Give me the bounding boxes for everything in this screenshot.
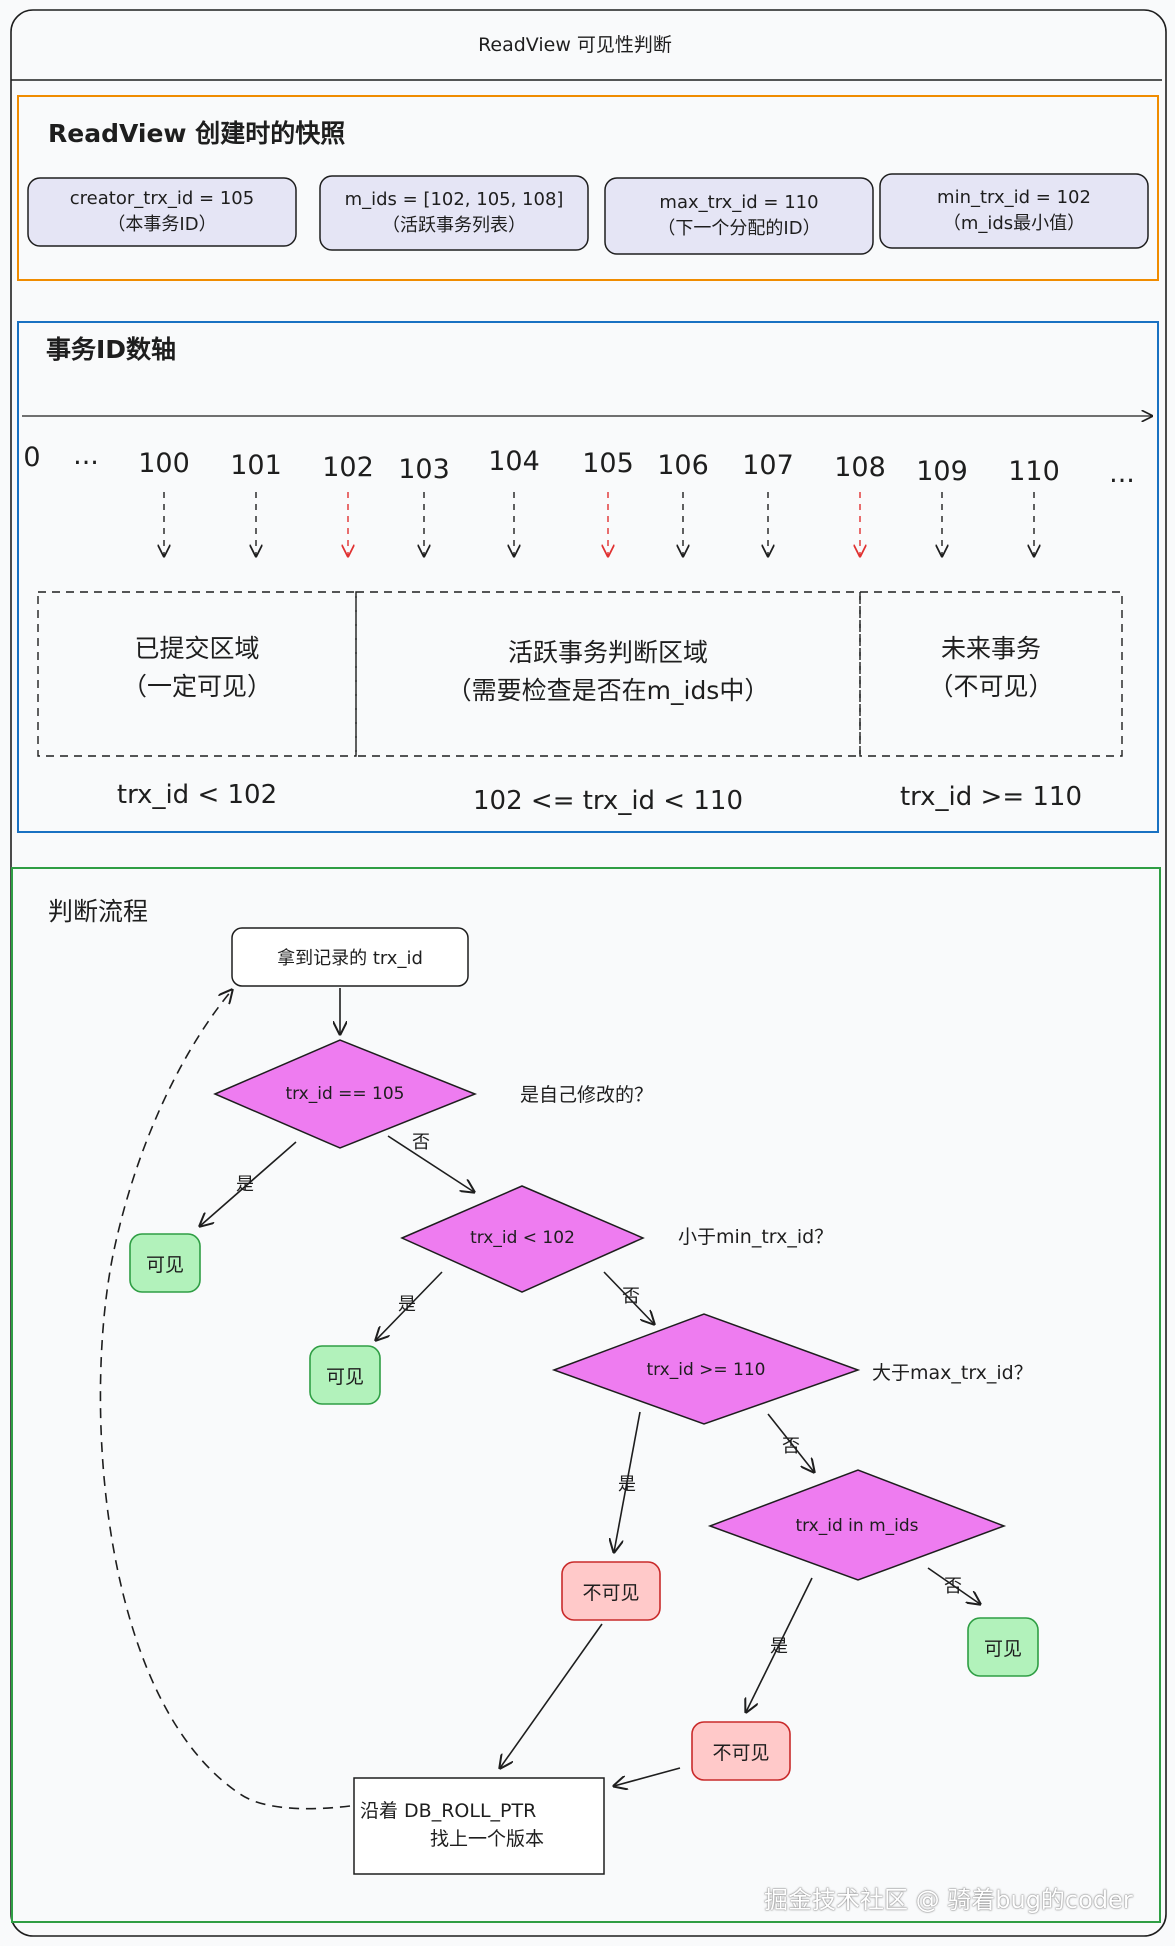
axis-tick-12: 110 (1008, 456, 1060, 487)
rollback-line-1: 沿着 DB_ROLL_PTR (360, 1800, 537, 1822)
zone-box-future (859, 591, 1123, 757)
field-creator-value: creator_trx_id = 105 (69, 188, 255, 209)
arrow-max-no (767, 1413, 814, 1472)
decision-max-label: trx_id >= 110 (646, 1360, 766, 1380)
decision-in-ids-label: trx_id in m_ids (795, 1516, 919, 1536)
arrow-self-no (387, 1135, 474, 1192)
zone-active-subtitle: （需要检查是否在m_ids中） (446, 676, 770, 705)
axis-tick-4: 102 (322, 452, 374, 483)
axis-title: 事务ID数轴 (46, 335, 177, 364)
field-m-ids: m_ids = [102, 105, 108] （活跃事务列表） (320, 187, 588, 239)
field-creator: creator_trx_id = 105 （本事务ID） (28, 186, 296, 238)
range-future: trx_id >= 110 (899, 782, 1083, 812)
rollback-box (353, 1777, 605, 1875)
decision-diamond-max (551, 1313, 861, 1425)
tick-arrows (164, 492, 1034, 556)
start-label: 拿到记录的 trx_id (277, 948, 423, 969)
axis-tick-3: 101 (230, 450, 282, 481)
field-m-ids-value: m_ids = [102, 105, 108] (344, 189, 564, 210)
zone-future: 未来事务 （不可见） (860, 630, 1122, 706)
snapshot-panel (17, 95, 1159, 281)
arrow-invisible1-to-rollback (500, 1623, 603, 1768)
result-invisible-2: 不可见 (712, 1742, 770, 1764)
arrow-in-ids-no (927, 1567, 980, 1604)
edge-label-self-no: 否 (412, 1132, 430, 1153)
arrow-invisible2-to-rollback (614, 1767, 681, 1786)
decision-diamond-in-ids (707, 1469, 1007, 1581)
edge-label-min-no: 否 (622, 1286, 640, 1307)
decision-diamond-min (400, 1185, 645, 1293)
arrow-min-no (603, 1271, 654, 1324)
arrow-self-yes (200, 1141, 297, 1226)
rollback-text: 沿着 DB_ROLL_PTR 找上一个版本 (360, 1797, 600, 1853)
arrow-max-yes (614, 1411, 641, 1552)
arrow-in-ids-yes (746, 1577, 813, 1712)
range-active: 102 <= trx_id < 110 (473, 786, 743, 816)
axis-tick-5: 103 (398, 454, 450, 485)
page-title: ReadView 可见性判断 (478, 34, 672, 56)
result-box-visible-3 (967, 1617, 1039, 1677)
field-max: max_trx_id = 110 （下一个分配的ID） (605, 190, 873, 242)
axis-tick-7: 105 (582, 448, 634, 479)
zone-committed: 已提交区域 （一定可见） (38, 630, 356, 706)
zone-committed-subtitle: （一定可见） (121, 672, 272, 701)
decision-self-label: trx_id == 105 (285, 1084, 405, 1104)
axis-tick-11: 109 (916, 456, 968, 487)
axis-tick-10: 108 (834, 452, 886, 483)
axis-tick-0: 0 (23, 442, 41, 473)
result-visible-1: 可见 (145, 1254, 184, 1276)
field-creator-note: （本事务ID） (107, 214, 217, 235)
zone-active: 活跃事务判断区域 （需要检查是否在m_ids中） (356, 634, 860, 710)
axis-tick-8: 106 (657, 450, 709, 481)
axis-tick-2: 100 (138, 448, 190, 479)
zone-committed-title: 已提交区域 (134, 634, 260, 663)
result-box-invisible-1 (561, 1561, 661, 1621)
edge-label-max-yes: 是 (618, 1474, 636, 1495)
field-max-value: max_trx_id = 110 (659, 192, 819, 213)
field-m-ids-note: （活跃事务列表） (382, 215, 526, 236)
rollback-line-2: 找上一个版本 (430, 1828, 545, 1850)
edge-label-self-yes: 是 (236, 1174, 254, 1195)
start-box (231, 927, 469, 987)
axis-panel (17, 321, 1159, 833)
decision-diamond-self (213, 1039, 478, 1149)
zone-box-active (355, 591, 861, 757)
field-min-note: （m_ids最小值） (942, 213, 1086, 234)
decision-max-question: 大于max_trx_id？ (872, 1362, 1033, 1384)
watermark: 掘金技术社区 @ 骑着bug的coder (764, 1886, 1133, 1914)
result-box-visible-1 (129, 1233, 201, 1293)
flow-panel (11, 867, 1161, 1923)
zone-future-subtitle: （不可见） (928, 672, 1054, 701)
field-box-max (604, 177, 874, 255)
decision-self-question: 是自己修改的？ (520, 1084, 654, 1106)
field-max-note: （下一个分配的ID） (657, 218, 821, 239)
edge-label-in-ids-no: 否 (944, 1576, 962, 1597)
result-visible-2: 可见 (325, 1366, 364, 1388)
edge-label-max-no: 否 (782, 1436, 800, 1457)
result-box-visible-2 (309, 1345, 381, 1405)
result-invisible-1: 不可见 (582, 1582, 640, 1604)
result-visible-3: 可见 (983, 1638, 1022, 1660)
field-box-creator (27, 177, 297, 247)
field-min-value: min_trx_id = 102 (937, 187, 1091, 208)
axis-tick-6: 104 (488, 446, 540, 477)
result-box-invisible-2 (691, 1721, 791, 1781)
zone-future-title: 未来事务 (940, 634, 1041, 663)
field-box-m-ids (319, 175, 589, 251)
decision-min-question: 小于min_trx_id？ (678, 1226, 834, 1248)
axis-tick-9: 107 (742, 450, 794, 481)
decision-min-label: trx_id < 102 (470, 1228, 575, 1248)
axis-tick-1: ... (73, 440, 99, 471)
arrow-min-yes (376, 1271, 443, 1340)
edge-label-in-ids-yes: 是 (770, 1636, 788, 1657)
field-box-min (879, 173, 1149, 249)
edge-label-min-yes: 是 (398, 1294, 416, 1315)
snapshot-title: ReadView 创建时的快照 (48, 119, 346, 148)
range-committed: trx_id < 102 (116, 780, 278, 810)
flow-title: 判断流程 (48, 897, 149, 926)
field-min: min_trx_id = 102 （m_ids最小值） (880, 185, 1148, 237)
axis-tick-13: ... (1109, 458, 1135, 489)
zone-active-title: 活跃事务判断区域 (507, 638, 708, 667)
